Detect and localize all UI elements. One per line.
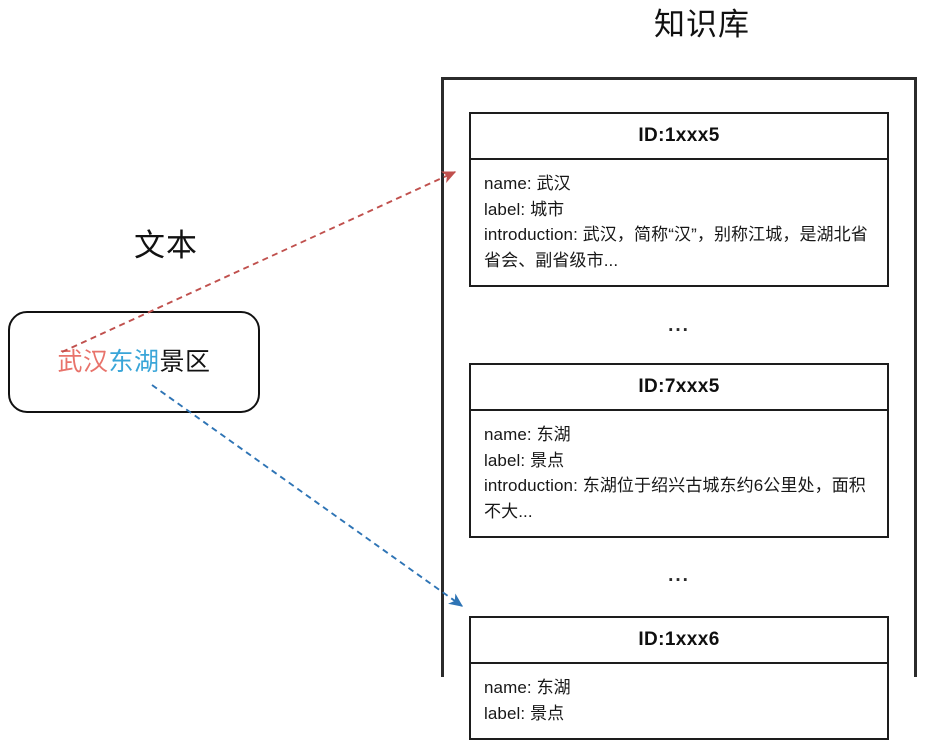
text-suffix-jingqu: 景区 [159,348,211,376]
spacer-2 [469,336,891,363]
kb-card-2-label: label: 景点 [484,450,565,470]
kb-ellipsis-2: ... [668,565,690,586]
kb-card-2: ID:7xxx5 name: 东湖 label: 景点 introduction… [469,363,889,538]
kb-ellipsis-1: ... [668,315,690,336]
text-section-title: 文本 [134,228,198,263]
kb-card-3-label: label: 景点 [484,703,565,723]
kb-card-1-introduction: introduction: 武汉，简称“汉”，别称江城，是湖北省省会、副省级市.… [484,225,868,270]
entity-wuhan: 武汉 [57,348,109,376]
diagram-canvas: 文本 武汉东湖景区 知识库 ID:1xxx5 name: 武汉 label: 城… [8,7,917,740]
kb-card-1-id: ID:1xxx5 [471,114,887,160]
spacer-4 [469,586,891,616]
kb-card-2-introduction: introduction: 东湖位于绍兴古城东约6公里处，面积不大... [484,476,866,521]
kb-card-1-label: label: 城市 [484,199,565,219]
spacer-1 [469,287,891,316]
kb-card-2-name: name: 东湖 [484,425,571,444]
knowledge-base-title: 知识库 [654,7,750,42]
kb-card-2-id: ID:7xxx5 [471,365,887,411]
source-text-box: 武汉东湖景区 [8,311,260,413]
entity-donghu: 东湖 [108,348,160,376]
kb-card-1-name: name: 武汉 [484,174,571,193]
kb-card-1-body: name: 武汉 label: 城市 introduction: 武汉，简称“汉… [471,160,887,285]
source-text-content: 武汉东湖景区 [10,313,258,411]
kb-card-3-body: name: 东湖 label: 景点 [471,664,887,738]
kb-card-3-id: ID:1xxx6 [471,618,887,664]
kb-card-3-name: name: 东湖 [484,678,571,697]
spacer-3 [469,538,891,566]
kb-card-3: ID:1xxx6 name: 东湖 label: 景点 [469,616,889,740]
kb-card-1: ID:1xxx5 name: 武汉 label: 城市 introduction… [469,112,889,287]
knowledge-base-card-list: ID:1xxx5 name: 武汉 label: 城市 introduction… [469,112,891,740]
kb-card-2-body: name: 东湖 label: 景点 introduction: 东湖位于绍兴古… [471,411,887,536]
connector-donghu-to-card3 [151,384,464,607]
